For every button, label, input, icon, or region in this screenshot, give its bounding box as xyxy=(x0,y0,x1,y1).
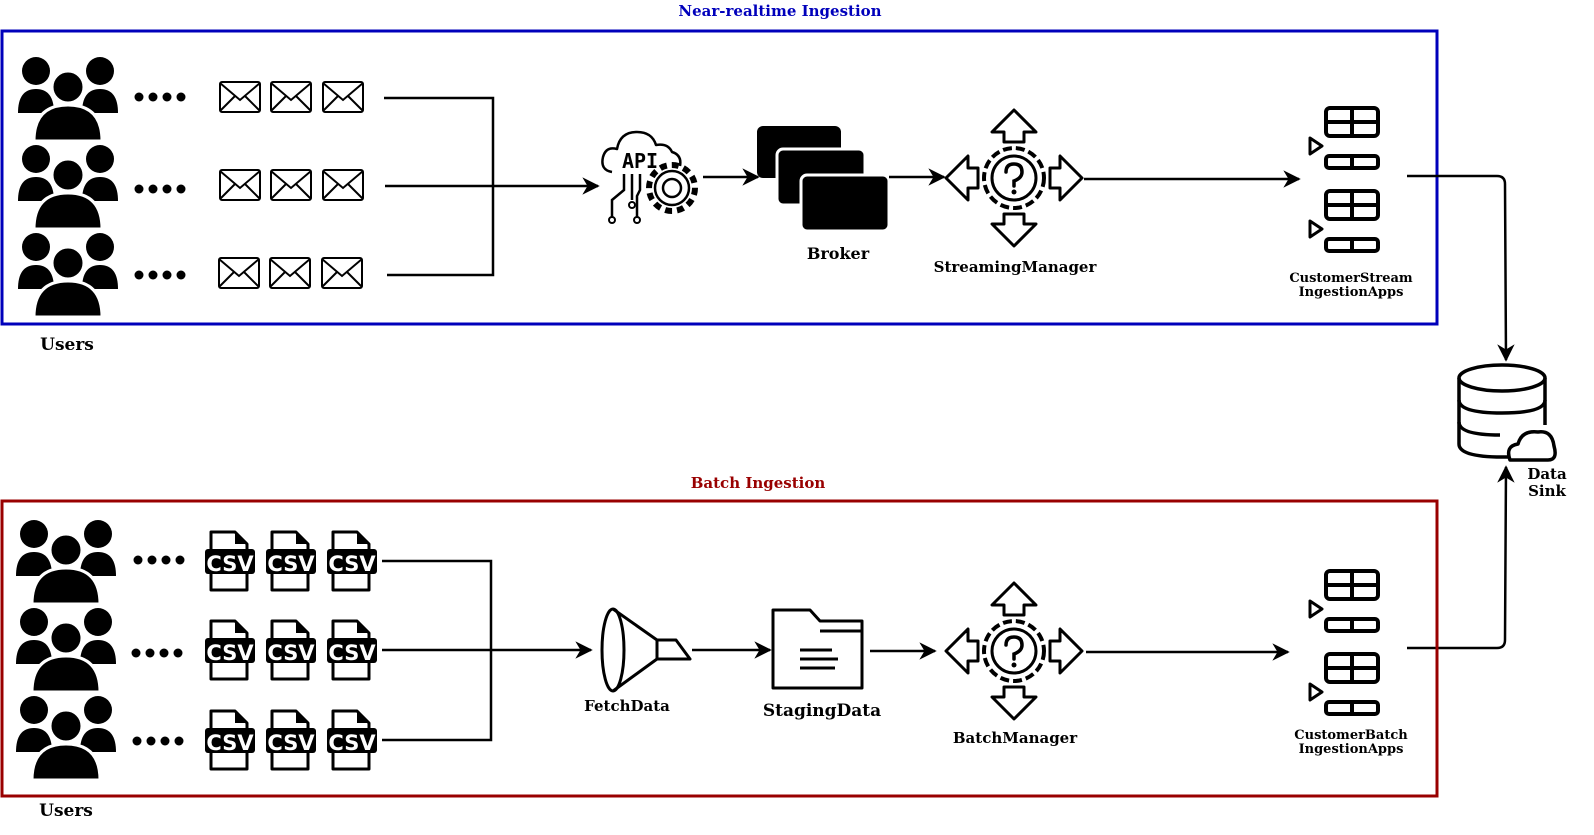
streaming-merge-lines xyxy=(384,96,600,277)
batch-apps-label-line1: CustomerBatch xyxy=(1294,728,1408,743)
csv-file-icon: CSV xyxy=(264,530,318,592)
apps-table-icon xyxy=(1308,652,1380,716)
svg-text:API: API xyxy=(622,149,658,173)
batch-title: Batch Ingestion xyxy=(691,474,826,492)
batch-users-label: Users xyxy=(39,801,93,821)
apps-table-icon xyxy=(1308,106,1380,170)
csv-file-icon: CSV xyxy=(325,709,379,771)
csv-file-icon: CSV xyxy=(203,530,257,592)
ellipsis-dots xyxy=(131,555,185,746)
data-sink-label-line2: Sink xyxy=(1528,482,1566,500)
api-gear-icon: API xyxy=(601,130,698,224)
users-icon xyxy=(14,518,118,606)
envelope-icon xyxy=(322,81,364,113)
csv-file-icon: CSV xyxy=(264,619,318,681)
streaming-title: Near-realtime Ingestion xyxy=(678,2,881,20)
svg-text:CSV: CSV xyxy=(267,552,315,576)
svg-text:CSV: CSV xyxy=(206,731,254,755)
envelope-icon xyxy=(269,257,311,289)
streaming-users-label: Users xyxy=(40,335,94,355)
fetch-data-label: FetchData xyxy=(584,697,670,715)
data-sink: Data Sink xyxy=(1407,174,1567,650)
csv-file-icon: CSV xyxy=(203,619,257,681)
envelope-icon xyxy=(321,257,363,289)
users-icon xyxy=(14,694,118,782)
envelope-icon xyxy=(219,81,261,113)
csv-file-icon: CSV xyxy=(325,530,379,592)
svg-text:CSV: CSV xyxy=(267,641,315,665)
envelope-icon xyxy=(218,257,260,289)
ellipsis-dots xyxy=(134,92,186,280)
batch-apps-label-line2: IngestionApps xyxy=(1299,742,1404,757)
staging-data-label: StagingData xyxy=(763,701,881,721)
apps-table-icon xyxy=(1308,189,1380,253)
batch-border xyxy=(0,499,1439,798)
broker-stack-icon xyxy=(757,126,891,233)
streaming-section: Near-realtime Ingestion Users API xyxy=(0,2,1439,355)
manager-arrows-gear-icon xyxy=(944,581,1084,721)
users-icon xyxy=(16,143,120,231)
batch-section: Batch Ingestion Users CSV CSV CSV CSV CS… xyxy=(0,474,1439,821)
svg-text:CSV: CSV xyxy=(328,731,376,755)
streaming-manager-label: StreamingManager xyxy=(934,258,1098,276)
csv-file-icon: CSV xyxy=(203,709,257,771)
svg-text:CSV: CSV xyxy=(328,641,376,665)
broker-label: Broker xyxy=(807,244,870,263)
folder-icon xyxy=(771,608,864,690)
svg-text:CSV: CSV xyxy=(328,552,376,576)
envelope-icon xyxy=(219,169,261,201)
envelope-icon xyxy=(322,169,364,201)
svg-text:CSV: CSV xyxy=(267,731,315,755)
streaming-apps-label-line1: CustomerStream xyxy=(1289,271,1413,286)
streaming-apps-label-line2: IngestionApps xyxy=(1299,285,1404,300)
data-sink-label-line1: Data xyxy=(1527,465,1567,483)
svg-text:CSV: CSV xyxy=(206,552,254,576)
funnel-icon xyxy=(600,607,692,693)
batch-manager-label: BatchManager xyxy=(953,729,1078,747)
manager-arrows-gear-icon xyxy=(944,108,1084,248)
users-icon xyxy=(16,55,120,143)
users-icon xyxy=(16,231,120,319)
apps-table-icon xyxy=(1308,569,1380,633)
batch-merge-lines xyxy=(382,559,593,742)
csv-file-icon: CSV xyxy=(325,619,379,681)
database-cloud-icon xyxy=(1457,363,1557,462)
svg-text:CSV: CSV xyxy=(206,641,254,665)
users-icon xyxy=(14,606,118,694)
streaming-border xyxy=(0,29,1439,326)
envelope-icon xyxy=(270,81,312,113)
csv-file-icon: CSV xyxy=(264,709,318,771)
envelope-icon xyxy=(270,169,312,201)
